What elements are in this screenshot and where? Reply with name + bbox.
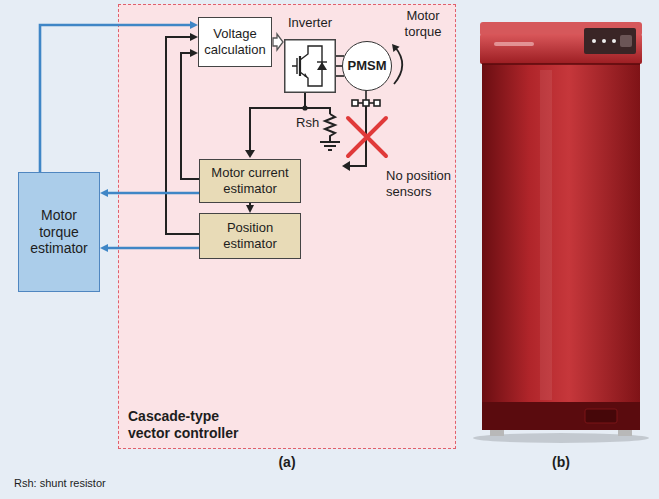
arrowhead [342, 161, 350, 171]
cross-mark [348, 118, 386, 156]
connector [336, 56, 344, 76]
connector-line [107, 192, 199, 195]
motor-label: PMSM [348, 58, 387, 74]
region-title: Cascade-type vector controller [128, 408, 256, 442]
inverter-symbol [284, 39, 336, 93]
annotation-label: No position sensors [386, 168, 454, 199]
phase-line [336, 55, 344, 57]
shunt-wiring [250, 92, 340, 151]
footnote: Rsh: shunt resistor [14, 477, 234, 490]
rotation-arrow [394, 47, 402, 84]
resistor-symbol [325, 114, 335, 142]
connector [40, 21, 198, 172]
arrowhead [190, 33, 198, 41]
estimator-box: Motor torque estimator [18, 172, 100, 292]
arrowhead [246, 205, 254, 213]
phase-line [336, 75, 344, 77]
block-heading: Inverter [284, 15, 336, 31]
junction-dot [302, 105, 307, 110]
arrowhead [392, 44, 400, 52]
arrowhead [100, 189, 108, 197]
block-arrow [273, 34, 283, 50]
box-label: Position estimator [204, 220, 296, 251]
panel-label: (a) [267, 454, 307, 471]
arrowhead [245, 150, 255, 158]
motor-circle: PMSM [342, 41, 392, 91]
box-label: Motor current estimator [204, 165, 296, 196]
inverter-block: Inverter [284, 15, 336, 97]
connector [246, 203, 254, 213]
connector-line [181, 53, 199, 179]
connector-line [107, 247, 199, 250]
washing-machine-illustration [473, 22, 649, 443]
box-label: Voltage calculation [203, 26, 267, 57]
connector-line [166, 37, 199, 234]
resistor-label: Rsh [296, 115, 324, 131]
arrowhead [190, 21, 198, 29]
estimator-box: Position estimator [199, 213, 301, 259]
connector [166, 33, 199, 234]
annotation-label: Motor torque [392, 8, 454, 39]
ground-symbol [320, 142, 340, 150]
process-box: Voltage calculation [198, 17, 272, 67]
panel-label: (b) [541, 454, 581, 471]
arrowhead [100, 244, 108, 252]
connector [100, 244, 199, 252]
connector [273, 34, 283, 50]
box-label: Motor torque estimator [23, 207, 95, 257]
phase-line [336, 65, 342, 67]
estimator-box: Motor current estimator [199, 159, 301, 203]
connector [100, 189, 199, 197]
arrowhead [190, 49, 198, 57]
connector [181, 49, 199, 179]
connector-line [40, 25, 191, 172]
controller-region: Cascade-type vector controller Voltage ca… [118, 4, 456, 449]
